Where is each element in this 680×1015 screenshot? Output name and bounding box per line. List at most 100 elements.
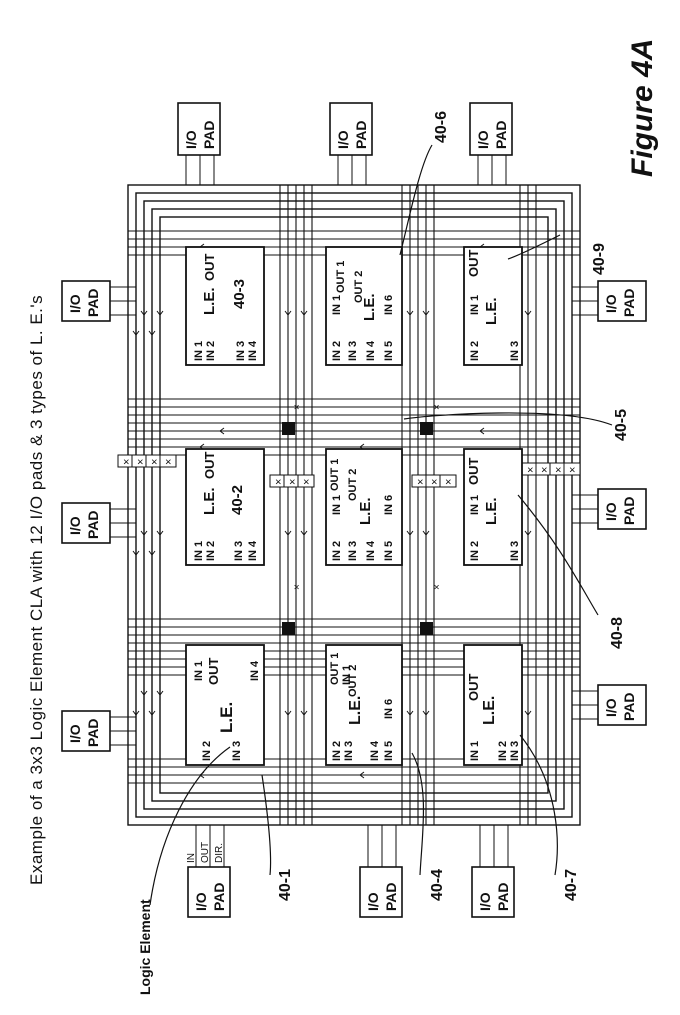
pin-label: IN 1 — [193, 341, 205, 361]
pad-label: PAD — [85, 288, 101, 317]
pin-label: IN 1 — [193, 661, 205, 681]
logic-element-caption: Logic Element — [137, 899, 153, 995]
le-title: L.E. — [483, 297, 500, 325]
pad-label: I/O — [193, 892, 209, 911]
pad-label: I/O — [477, 892, 493, 911]
ref-label-40-8: 40-8 — [609, 617, 626, 649]
switch-box-mid-left: × × × — [269, 474, 315, 488]
pad-signal-in: IN — [186, 853, 197, 863]
arrow-ticks: × × × × — [132, 243, 532, 779]
pad-label: PAD — [201, 120, 217, 149]
pad-label: I/O — [67, 294, 83, 313]
switch-mark: × — [443, 479, 455, 485]
pin-label: IN 2 — [205, 541, 217, 561]
pad-signal-dir: DIR. — [214, 843, 225, 863]
pin-label: IN 5 — [383, 741, 395, 761]
ref-label: 40-2 — [229, 485, 246, 515]
pin-label: IN 1 — [469, 495, 481, 515]
switch-mark: × — [121, 459, 133, 465]
pad-label: PAD — [493, 120, 509, 149]
pin-label: IN 3 — [233, 541, 245, 561]
pad-label: PAD — [495, 882, 511, 911]
pin-label: IN 2 — [201, 741, 213, 761]
pin-label: IN 4 — [365, 340, 377, 361]
pin-label: IN 4 — [247, 340, 259, 361]
pad-label: I/O — [335, 130, 351, 149]
pin-label: IN 4 — [369, 740, 381, 761]
switch-box-bottom: × × × × — [521, 462, 581, 476]
le-out-label: OUT — [466, 674, 481, 702]
io-pad-left-1: I/O PAD — [61, 710, 136, 752]
pin-label: OUT 2 — [353, 271, 365, 303]
pin-label: IN 3 — [231, 741, 243, 761]
logic-element-40-9: IN 2 IN 1 OUT L.E. IN 3 — [463, 246, 523, 366]
pin-label: IN 1 — [331, 295, 343, 315]
pin-label: IN 3 — [347, 341, 359, 361]
pad-signal-out: OUT — [200, 842, 211, 863]
ref-label-40-1: 40-1 — [277, 869, 294, 901]
pin-label: IN 5 — [383, 341, 395, 361]
crossing-mark: × — [432, 584, 443, 590]
io-pad-right-2: I/O PAD — [572, 488, 647, 530]
pin-label: OUT 1 — [335, 261, 347, 293]
junction-blocks — [282, 422, 433, 635]
pin-label: IN 1 — [331, 495, 343, 515]
io-pad-right-1: I/O PAD — [572, 684, 647, 726]
figure-label: Figure 4A — [626, 39, 659, 177]
io-pad-bottom-3: I/O PAD — [471, 825, 515, 918]
pin-label: IN 1 — [469, 741, 481, 761]
pad-label: PAD — [383, 882, 399, 911]
pin-label: OUT 2 — [347, 469, 359, 501]
pad-label: PAD — [621, 288, 637, 317]
logic-element-40-7: IN 1 OUT L.E. IN 2 IN 3 — [463, 644, 523, 766]
switch-mark: × — [567, 467, 579, 473]
pin-label: IN 2 — [331, 341, 343, 361]
io-pad-top-2: I/O PAD — [329, 102, 373, 185]
switch-mark: × — [149, 459, 161, 465]
pin-label: IN 2 — [469, 341, 481, 361]
pin-label: IN 6 — [383, 495, 395, 515]
crossing-mark: × — [292, 404, 303, 410]
switch-mark: × — [429, 479, 441, 485]
pin-label: IN 1 — [341, 665, 353, 685]
pin-label: IN 3 — [343, 741, 355, 761]
logic-element-40-6: OUT 1 OUT 2 L.E. IN 2 IN 3 IN 4 IN 5 IN … — [325, 246, 403, 366]
le-out-label: OUT — [466, 458, 481, 486]
pad-label: I/O — [603, 502, 619, 521]
switch-mark: × — [553, 467, 565, 473]
io-pad-top-3: I/O PAD — [469, 102, 513, 185]
io-pad-left-3: I/O PAD — [61, 280, 136, 322]
logic-element-40-3: IN 1 IN 2 L.E. OUT IN 3 IN 4 40-3 — [185, 246, 265, 366]
switch-mark: × — [301, 479, 313, 485]
ref-label-40-4: 40-4 — [429, 869, 446, 901]
switch-mark: × — [539, 467, 551, 473]
pin-label: OUT 2 — [347, 665, 359, 697]
le-out-label: OUT — [206, 658, 221, 686]
switch-mark: × — [525, 467, 537, 473]
le-title: L.E. — [347, 696, 364, 725]
logic-element-40-2: IN 1 IN 2 L.E. OUT IN 3 IN 4 40-2 — [185, 448, 265, 566]
pad-label: I/O — [475, 130, 491, 149]
pad-label: I/O — [365, 892, 381, 911]
pin-label: IN 2 — [331, 541, 343, 561]
pin-label: IN 2 — [331, 741, 343, 761]
pin-label: IN 4 — [365, 540, 377, 561]
le-title: L.E. — [481, 696, 498, 725]
pin-label: IN 6 — [383, 295, 395, 315]
pin-label: IN 2 — [469, 541, 481, 561]
pin-label: OUT 1 — [329, 653, 341, 685]
diagram-rotated: Example of a 3x3 Logic Element CLA with … — [27, 39, 659, 995]
pad-label: I/O — [67, 724, 83, 743]
pin-label: IN 1 — [469, 295, 481, 315]
logic-element-40-1: IN 1 OUT L.E. IN 2 IN 3 IN 4 — [185, 644, 265, 766]
switch-mark: × — [415, 479, 427, 485]
switch-box-top: × × × × — [117, 454, 177, 468]
io-pad-top-1: I/O PAD — [177, 102, 221, 185]
pad-label: I/O — [67, 516, 83, 535]
le-out-label: OUT — [202, 254, 217, 282]
ref-label: 40-3 — [231, 279, 248, 309]
pad-label: I/O — [183, 130, 199, 149]
crossing-mark: × — [432, 404, 443, 410]
pin-label: IN 2 — [497, 741, 509, 761]
